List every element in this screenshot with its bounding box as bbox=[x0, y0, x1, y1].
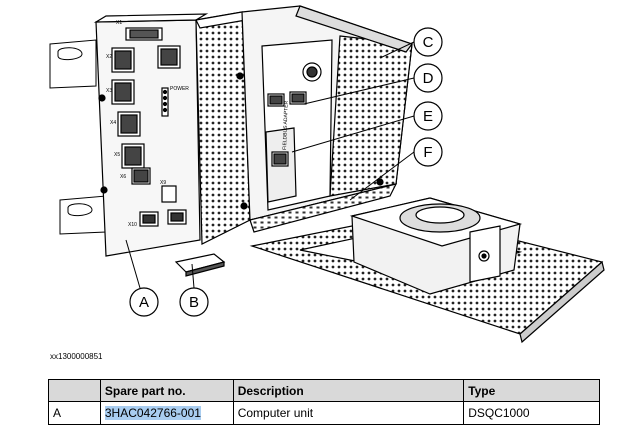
column-header-description: Description bbox=[232, 379, 465, 402]
callout-a: A bbox=[129, 287, 159, 317]
side-cover bbox=[195, 11, 251, 245]
cell-part-no[interactable]: 3HAC042766-001 bbox=[104, 406, 201, 420]
column-header-spare-part-no: Spare part no. bbox=[99, 379, 234, 402]
label-x10: X10 bbox=[128, 222, 137, 228]
callout-e: E bbox=[413, 101, 443, 131]
callout-f: F bbox=[413, 137, 443, 167]
callout-c-label: C bbox=[423, 34, 434, 51]
column-header-ref bbox=[48, 379, 101, 402]
label-x2: X2 bbox=[106, 54, 112, 60]
mounting-bracket bbox=[49, 39, 107, 235]
table-row: A 3HAC042766-001 Computer unit DSQC1000 bbox=[48, 401, 600, 425]
label-x4: X4 bbox=[110, 120, 116, 126]
figure-id: xx1300000851 bbox=[50, 352, 103, 361]
callout-leaders bbox=[125, 41, 415, 289]
callout-d: D bbox=[413, 63, 443, 93]
cell-ref: A bbox=[48, 401, 101, 425]
callout-f-label: F bbox=[423, 144, 432, 161]
cell-description: Computer unit bbox=[232, 401, 465, 425]
chassis bbox=[241, 5, 413, 233]
connector-panel bbox=[93, 13, 209, 257]
callout-d-label: D bbox=[423, 70, 434, 87]
computer-unit-illustration: X1 X2 X3 X4 X5 X6 X9 X10 POWER FIELDBUS … bbox=[49, 5, 605, 344]
callout-b: B bbox=[179, 287, 209, 317]
label-x6: X6 bbox=[120, 174, 126, 180]
fan-unit bbox=[349, 197, 523, 295]
label-power: POWER bbox=[170, 86, 189, 92]
table-header-row: Spare part no. Description Type bbox=[48, 379, 600, 402]
spare-parts-table: Spare part no. Description Type A 3HAC04… bbox=[48, 379, 600, 425]
callout-e-label: E bbox=[423, 108, 433, 125]
label-adapter: FIELDBUS ADAPTER bbox=[282, 100, 290, 150]
callout-c: C bbox=[413, 27, 443, 57]
label-x3: X3 bbox=[106, 88, 112, 94]
callout-b-label: B bbox=[189, 294, 199, 311]
column-header-type: Type bbox=[463, 379, 600, 402]
callout-a-label: A bbox=[139, 294, 149, 311]
sd-card bbox=[174, 253, 226, 277]
cell-type: DSQC1000 bbox=[463, 401, 600, 425]
label-x9: X9 bbox=[160, 180, 166, 186]
label-x1: X1 bbox=[116, 20, 122, 26]
label-x5: X5 bbox=[114, 152, 120, 158]
